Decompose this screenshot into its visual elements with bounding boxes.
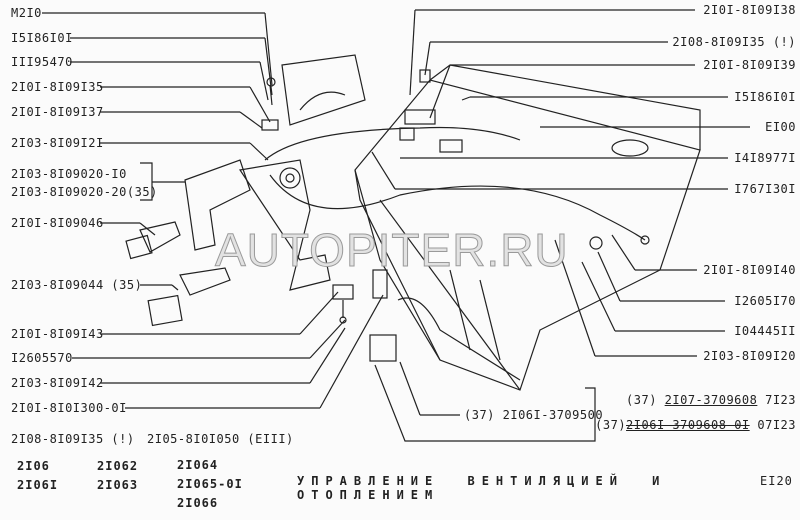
part-label: I04445II [734, 324, 796, 338]
part-label: 2I03-8I09I42 [11, 376, 104, 390]
model-label: 2I064 [177, 458, 219, 472]
control-cables [264, 126, 646, 241]
model-label: 2I063 [97, 478, 139, 492]
part-label: 2I03-8I09I20 [703, 349, 796, 363]
model-label: 2I06 [17, 459, 50, 473]
part-label: I2605570 [11, 351, 73, 365]
part-label: 2I03-8I09044 (35) [11, 278, 143, 292]
part-label: 2I03-8I09020-I0 [11, 167, 127, 181]
duct-detail [281, 54, 366, 126]
lamp-b-part: 2I06I-3709608-0I [626, 418, 750, 432]
sheet-number: EI20 [760, 474, 793, 488]
part-label: 2I03-8I09I2I [11, 136, 104, 150]
control-knobs [125, 221, 231, 327]
lamp-a-suffix: 7I23 [765, 393, 796, 407]
leader-lines-right [371, 9, 750, 442]
part-label: 2I0I-8I09I43 [11, 327, 104, 341]
model-label: 2I065-0I [177, 477, 243, 491]
lamp-a-prefix: (37) [626, 393, 657, 407]
part-label: 2I0I-8I09I35 [11, 80, 104, 94]
part-label: III95470 [11, 55, 73, 69]
lamp-label-a: (37) 2I07-3709608 7I23 [626, 393, 796, 407]
part-label: 2I08-8I09I35 (!) [672, 35, 796, 49]
lamp-a-part: 2I07-3709608 [664, 393, 758, 407]
note-label: 2I05-8I0I050 (EIII) [147, 432, 294, 446]
part-label: I2605I70 [734, 294, 796, 308]
model-label: 2I06I [17, 478, 59, 492]
part-label: 2I0I-8I0I300-0I [11, 401, 127, 415]
heater-housing [354, 64, 701, 391]
part-label: 2I0I-8I09I38 [703, 3, 796, 17]
part-label: 2I03-8I09020-20(35) [11, 185, 158, 199]
diagram-title: УПРАВЛЕНИЕ ВЕНТИЛЯЦИЕЙ И ОТОПЛЕНИЕМ [297, 474, 667, 502]
part-label: EI00 [765, 120, 796, 134]
lamp-b-suffix: 07I23 [757, 418, 796, 432]
part-label: I5I86I0I [734, 90, 796, 104]
model-label: 2I062 [97, 459, 139, 473]
part-label: 2I0I-8I09I37 [11, 105, 104, 119]
model-label: 2I066 [177, 496, 219, 510]
small-fasteners [261, 69, 650, 362]
part-label: 2I0I-8I09I39 [703, 58, 796, 72]
switch-label: (37) 2I06I-3709500 [464, 408, 604, 422]
part-label: I5I86I0I [11, 31, 73, 45]
control-lever-bracket [184, 159, 331, 291]
note-label: 2I08-8I09I35 (!) [11, 432, 135, 446]
part-label: M2I0 [11, 6, 42, 20]
leader-lines-left [42, 12, 384, 409]
part-label: 2I0I-8I09I40 [703, 263, 796, 277]
part-label: I4I8977I [734, 151, 796, 165]
lamp-b-prefix: (37) [595, 418, 627, 432]
part-label: I767I30I [734, 182, 796, 196]
part-label: 2I0I-8I09046 [11, 216, 104, 230]
lamp-label-b: (37)2I06I-3709608-0I 07I23 [595, 418, 796, 432]
